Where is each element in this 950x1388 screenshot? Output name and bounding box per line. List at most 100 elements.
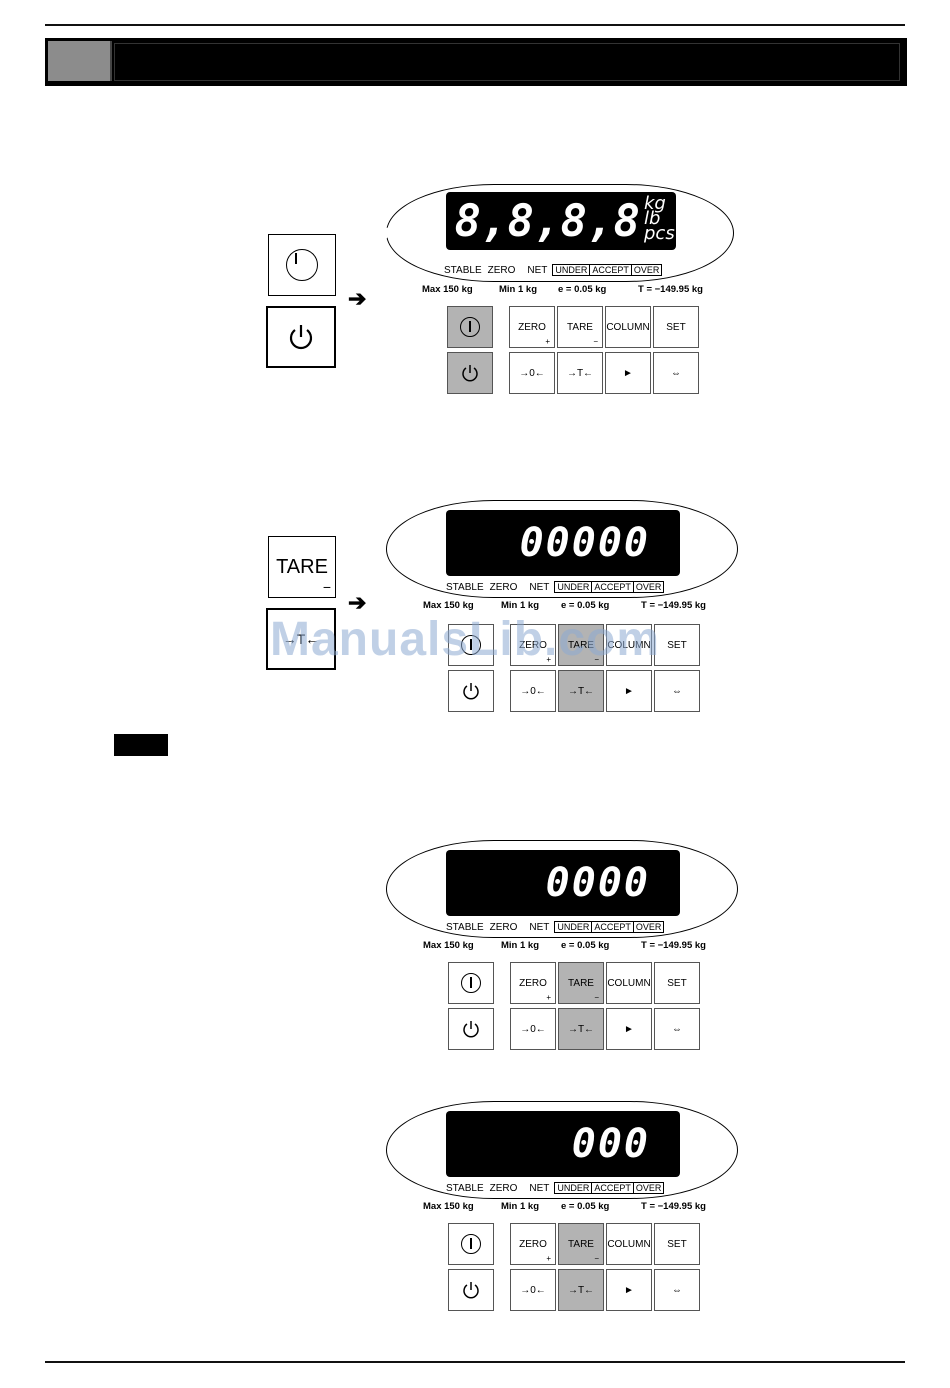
tare-arrow-icon: →T← [567, 685, 595, 697]
enter-key[interactable]: ⇔ [654, 1008, 700, 1050]
power-on-icon [461, 973, 481, 993]
status-net: NET [529, 921, 550, 933]
play-key[interactable]: ► [606, 1008, 652, 1050]
column-key[interactable]: COLUMN [606, 624, 652, 666]
status-stable: STABLE [444, 264, 482, 276]
set-key[interactable]: SET [654, 624, 700, 666]
status-row: STABLE ZERO NET UNDER ACCEPT OVER [446, 921, 665, 933]
power-on-icon [460, 317, 480, 337]
zero-key-label: ZERO [519, 977, 547, 989]
set-key-label: SET [667, 977, 687, 989]
spec-row: Max 150 kg Min 1 kg e = 0.05 kg T = −149… [423, 940, 743, 952]
indicator-panel-4: 000 STABLE ZERO NET UNDER ACCEPT OVER Ma… [386, 1101, 738, 1316]
play-key[interactable]: ► [606, 670, 652, 712]
tare-key-label: TARE [568, 1238, 594, 1250]
tare-key[interactable]: TARE− [558, 962, 604, 1004]
zero-key-sub: + [546, 993, 551, 1002]
spec-t: T = −149.95 kg [638, 284, 703, 295]
column-key[interactable]: COLUMN [605, 306, 651, 348]
power-off-icon [463, 683, 479, 700]
power-on-key[interactable] [447, 306, 493, 348]
unit-kg: kg [644, 193, 666, 214]
display-digits: 8,8,8,8,8,8 [348, 195, 640, 247]
spec-e: e = 0.05 kg [561, 940, 610, 951]
tare-symbol-key[interactable]: →T← [558, 1008, 604, 1050]
set-key-label: SET [667, 1238, 687, 1250]
status-net: NET [529, 1182, 550, 1194]
spec-row: Max 150 kg Min 1 kg e = 0.05 kg T = −149… [423, 1201, 743, 1213]
enter-diamond-icon: ⇔ [672, 1023, 682, 1035]
power-off-key[interactable] [448, 1008, 494, 1050]
enter-diamond-icon: ⇔ [671, 367, 681, 379]
zero-key[interactable]: ZERO + [510, 1223, 556, 1265]
column-key[interactable]: COLUMN [606, 962, 652, 1004]
display-digits: 0000 [545, 860, 650, 906]
power-on-key[interactable] [448, 624, 494, 666]
tare-symbol-key[interactable]: →T← [558, 1269, 604, 1311]
set-key[interactable]: SET [654, 962, 700, 1004]
zero-key[interactable]: ZERO + [510, 962, 556, 1004]
play-key[interactable]: ► [605, 352, 651, 394]
tare-key-label: TARE [568, 639, 594, 651]
set-key[interactable]: SET [654, 1223, 700, 1265]
status-zero: ZERO [489, 921, 518, 933]
indicator-panel-2: 00000 STABLE ZERO NET UNDER ACCEPT OVER … [386, 500, 738, 715]
enter-key[interactable]: ⇔ [654, 670, 700, 712]
status-stable: STABLE [446, 581, 484, 593]
tare-key-sub: − [593, 337, 598, 346]
zero-key-sub: + [546, 1254, 551, 1263]
lcd-display: 000 [446, 1111, 680, 1177]
spec-min: Min 1 kg [501, 1201, 540, 1212]
big-tare-label: TARE [276, 555, 328, 578]
zero-symbol-key[interactable]: →0← [510, 1269, 556, 1311]
spec-max: Max 150 kg [422, 284, 473, 295]
play-key[interactable]: ► [606, 1269, 652, 1311]
power-off-icon [463, 1021, 479, 1038]
status-stable: STABLE [446, 1182, 484, 1194]
status-under: UNDER [552, 264, 591, 276]
power-on-icon [461, 1234, 481, 1254]
spec-t: T = −149.95 kg [641, 1201, 706, 1212]
power-on-key[interactable] [448, 962, 494, 1004]
display-units: kg lb pcs [644, 193, 675, 243]
zero-key[interactable]: ZERO+ [509, 306, 555, 348]
zero-key-label: ZERO [519, 639, 547, 651]
spec-t: T = −149.95 kg [641, 940, 706, 951]
tare-key-sub: − [594, 993, 599, 1002]
spec-min: Min 1 kg [499, 284, 538, 295]
column-key-label: COLUMN [606, 321, 650, 333]
zero-key-sub: + [545, 337, 550, 346]
zero-symbol-key[interactable]: →0← [510, 670, 556, 712]
tare-symbol-key[interactable]: →T← [557, 352, 603, 394]
enter-diamond-icon: ⇔ [672, 1284, 682, 1296]
display-digits: 00000 [519, 520, 650, 566]
power-off-key[interactable] [447, 352, 493, 394]
lcd-display: 00000 [446, 510, 680, 576]
power-off-key[interactable] [448, 1269, 494, 1311]
enter-key[interactable]: ⇔ [653, 352, 699, 394]
power-on-icon [461, 635, 481, 655]
tare-key[interactable]: TARE− [557, 306, 603, 348]
enter-key[interactable]: ⇔ [654, 1269, 700, 1311]
status-net: NET [527, 264, 548, 276]
status-over: OVER [632, 581, 665, 593]
tare-arrow-icon: →T← [567, 1284, 595, 1296]
tare-key[interactable]: TARE− [558, 1223, 604, 1265]
zero-symbol-key[interactable]: →0← [510, 1008, 556, 1050]
power-on-key[interactable] [448, 1223, 494, 1265]
zero-key[interactable]: ZERO+ [510, 624, 556, 666]
play-icon: ► [624, 685, 634, 697]
tare-key[interactable]: TARE− [558, 624, 604, 666]
column-key-label: COLUMN [607, 639, 651, 651]
set-key[interactable]: SET [653, 306, 699, 348]
power-off-key[interactable] [448, 670, 494, 712]
bottom-rule [45, 1361, 905, 1363]
tare-symbol-key[interactable]: →T← [558, 670, 604, 712]
watermark: ManualsLib.com [270, 613, 661, 666]
zero-key-label: ZERO [519, 1238, 547, 1250]
enter-diamond-icon: ⇔ [672, 685, 682, 697]
column-key[interactable]: COLUMN [606, 1223, 652, 1265]
zero-symbol-key[interactable]: →0← [509, 352, 555, 394]
power-off-icon [289, 325, 313, 350]
spec-e: e = 0.05 kg [561, 1201, 610, 1212]
